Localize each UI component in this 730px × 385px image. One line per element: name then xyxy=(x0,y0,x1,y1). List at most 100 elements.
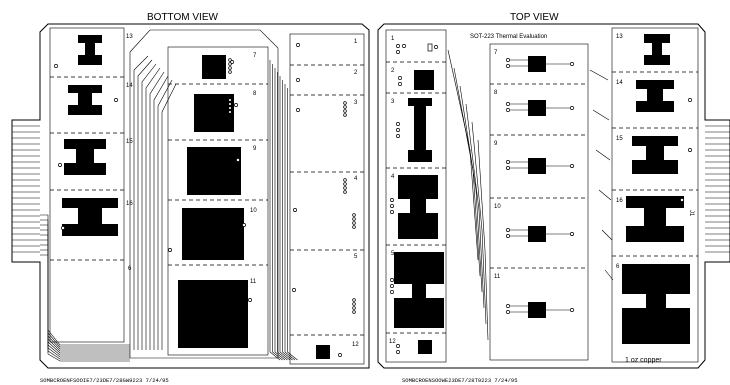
bottom-pad-13 xyxy=(78,35,102,65)
via-hole xyxy=(390,284,394,288)
trace xyxy=(287,88,298,361)
bottom-pad-10 xyxy=(182,208,244,260)
trace xyxy=(595,149,611,161)
via-hole xyxy=(390,290,394,294)
bottom-panel-3: 3 xyxy=(354,100,358,106)
bottom-middle-outline xyxy=(129,29,279,359)
via-hole xyxy=(570,62,574,66)
top-panel-14: 14 xyxy=(616,80,623,86)
via-hole xyxy=(396,44,400,48)
trace xyxy=(40,254,130,362)
via-hole xyxy=(228,58,232,62)
trace xyxy=(40,219,130,348)
trace xyxy=(40,224,130,350)
via-hole xyxy=(296,43,300,47)
bottom-panel-9: 9 xyxy=(253,146,257,152)
via-hole xyxy=(293,208,297,212)
via-hole xyxy=(570,106,574,110)
top-via-holes xyxy=(390,44,692,354)
top-panel-7: 7 xyxy=(494,50,498,56)
bottom-middle-column xyxy=(167,46,269,356)
via-hole xyxy=(228,66,232,70)
top-right-column xyxy=(611,27,699,363)
top-panel-8: 8 xyxy=(494,90,498,96)
via-hole xyxy=(352,298,356,302)
via-hole xyxy=(242,223,246,227)
trace xyxy=(269,60,281,361)
trace xyxy=(477,139,489,341)
top-pad-4 xyxy=(398,175,438,239)
bottom-pad-14 xyxy=(68,85,102,115)
top-view-title: TOP VIEW xyxy=(510,12,559,23)
bottom-panel-12: 12 xyxy=(352,342,359,348)
via-hole xyxy=(343,109,347,113)
bottom-pad-8 xyxy=(194,94,234,132)
trace xyxy=(598,189,612,201)
top-panel-5: 5 xyxy=(391,251,395,257)
via-hole xyxy=(228,70,232,74)
top-pad-12 xyxy=(418,340,432,354)
trace xyxy=(601,229,613,241)
via-hole xyxy=(228,62,232,66)
via-hole xyxy=(343,186,347,190)
top-panel-15: 15 xyxy=(616,136,623,142)
via-hole xyxy=(228,110,232,114)
via-hole xyxy=(390,210,394,214)
trace xyxy=(133,55,149,350)
via-hole xyxy=(296,78,300,82)
trace xyxy=(459,85,483,293)
top-panel-3: 3 xyxy=(391,99,395,105)
trace xyxy=(145,67,161,350)
via-hole xyxy=(234,103,238,107)
via-hole xyxy=(402,44,406,48)
top-edge-connector xyxy=(705,125,730,253)
via-hole xyxy=(390,204,394,208)
via-hole xyxy=(680,198,684,202)
via-hole xyxy=(343,101,347,105)
trace xyxy=(465,103,485,309)
via-hole xyxy=(352,213,356,217)
trace xyxy=(447,49,479,261)
top-pad-15 xyxy=(632,136,678,174)
connector-label-j1: J1 xyxy=(688,210,694,217)
bottom-panel-4: 4 xyxy=(354,176,358,182)
via-hole xyxy=(390,278,394,282)
via-hole xyxy=(343,105,347,109)
top-panel-16: 16 xyxy=(616,198,623,204)
trace xyxy=(40,249,130,360)
trace xyxy=(272,64,283,361)
bottom-panel-11: 11 xyxy=(250,279,257,285)
via-hole xyxy=(343,178,347,182)
bottom-pad-11 xyxy=(178,280,248,348)
via-hole xyxy=(296,108,300,112)
via-hole xyxy=(54,64,58,68)
top-panel-10: 10 xyxy=(494,204,501,210)
bottom-left-column xyxy=(49,27,125,343)
bottom-pad-7 xyxy=(202,55,226,79)
trace xyxy=(274,68,286,361)
bottom-pad-12 xyxy=(316,345,330,359)
via-hole xyxy=(506,64,510,68)
top-pad-7 xyxy=(528,56,546,72)
via-hole xyxy=(506,58,510,62)
top-board-outline xyxy=(377,23,730,369)
top-pad-8 xyxy=(528,100,546,116)
bottom-panel-13: 13 xyxy=(126,34,133,40)
bottom-panel-2: 2 xyxy=(354,70,358,76)
via-hole xyxy=(343,182,347,186)
top-pad-6 xyxy=(622,264,690,344)
via-hole xyxy=(396,50,400,54)
top-view: TOP VIEW SOT-223 Thermal Evaluation 1 2 … xyxy=(377,12,730,384)
via-hole xyxy=(396,350,400,354)
bottom-panel-10: 10 xyxy=(250,208,257,214)
top-panel-13: 13 xyxy=(616,34,623,40)
via-hole xyxy=(570,308,574,312)
via-hole xyxy=(352,310,356,314)
top-pad-2 xyxy=(414,70,434,90)
via-hole xyxy=(58,163,62,167)
bottom-via-holes xyxy=(54,43,356,357)
bottom-panel-16: 16 xyxy=(126,201,133,207)
top-pad-16 xyxy=(626,196,684,242)
via-hole xyxy=(688,148,692,152)
via-hole xyxy=(396,134,400,138)
